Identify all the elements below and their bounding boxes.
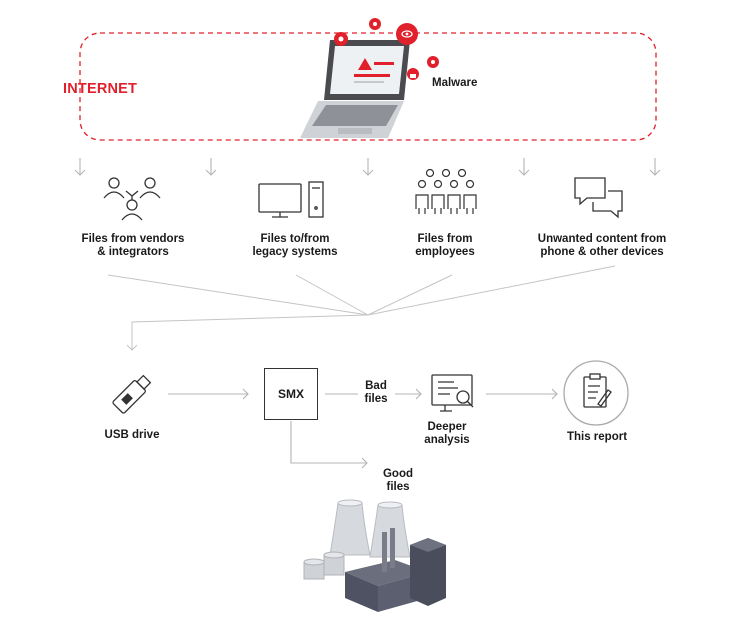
usb-drive-label: USB drive <box>104 429 160 441</box>
chat-bubbles-icon <box>574 177 623 219</box>
malware-eye-icon <box>396 23 418 45</box>
flow-arrows <box>168 388 558 469</box>
internet-down-arrows <box>74 158 661 176</box>
smx-box: SMX <box>264 368 318 420</box>
funnel-lines <box>107 265 616 351</box>
malware-bug-icon <box>427 56 439 68</box>
people-icon <box>103 177 161 221</box>
malware-label: Malware <box>432 77 478 89</box>
power-plant-icon <box>303 499 446 612</box>
usb-drive-icon <box>112 374 152 414</box>
malware-bug-icon <box>334 32 348 46</box>
source-vendors-label: Files from vendors& integrators <box>81 233 185 258</box>
report-label: This report <box>566 431 628 443</box>
report-icon <box>563 360 629 426</box>
employees-icon <box>415 168 477 214</box>
deeper-analysis-icon <box>431 374 474 412</box>
computer-icon <box>258 181 324 218</box>
warning-icon <box>354 58 394 83</box>
malware-bug-icon <box>369 18 381 30</box>
malware-lock-icon <box>407 68 419 80</box>
laptop-icon <box>300 40 410 138</box>
internet-zone-label: INTERNET <box>63 81 138 97</box>
